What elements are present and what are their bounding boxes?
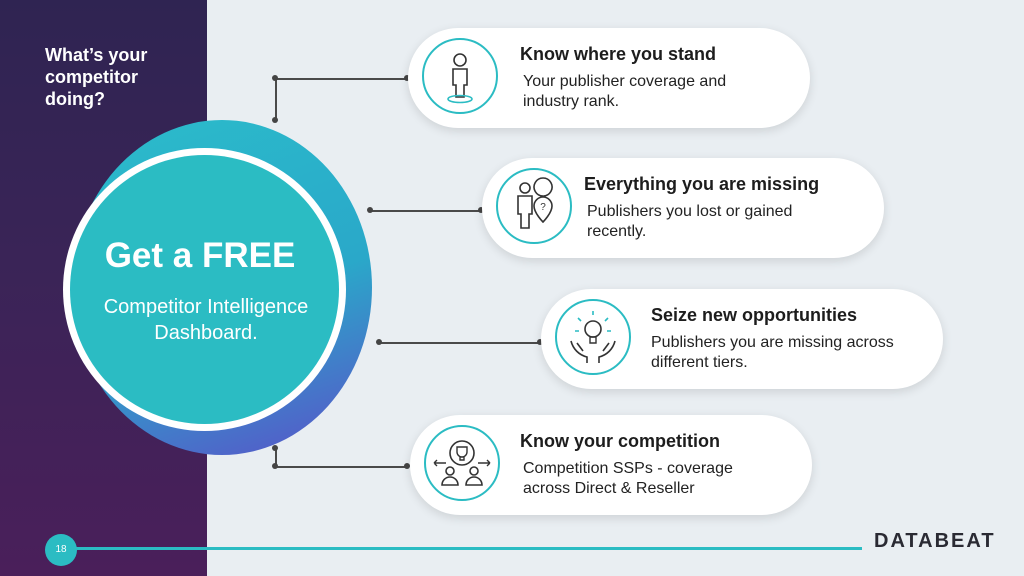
card-everything-you-are-missing[interactable]: ? Everything you are missing Publishers … xyxy=(482,158,884,258)
card-title: Know your competition xyxy=(520,431,720,451)
hands-lightbulb-icon xyxy=(555,299,631,375)
person-standing-icon xyxy=(422,38,498,114)
card-know-where-you-stand[interactable]: Know where you stand Your publisher cove… xyxy=(408,28,810,128)
page-heading: What’s your competitor doing? xyxy=(45,45,148,109)
hero-circle xyxy=(70,155,339,424)
page-number-badge: 18 xyxy=(45,534,77,566)
card-description: Your publisher coverage and industry ran… xyxy=(523,73,727,110)
card-description: Publishers you lost or gained recently. xyxy=(587,203,793,240)
card-title: Know where you stand xyxy=(520,44,717,64)
card-know-your-competition[interactable]: Know your competition Competition SSPs -… xyxy=(410,415,812,515)
person-question-pin-icon: ? xyxy=(496,168,572,244)
card-seize-new-opportunities[interactable]: Seize new opportunities Publishers you a… xyxy=(541,289,943,389)
card-description: Publishers you are missing across differ… xyxy=(651,334,894,371)
hero-subtitle: Competitor Intelligence Dashboard. xyxy=(103,296,309,344)
card-title: Seize new opportunities xyxy=(651,305,858,325)
footer-divider xyxy=(72,547,862,550)
card-description: Competition SSPs - coverage across Direc… xyxy=(523,460,733,497)
brand-logo: DATABEAT xyxy=(874,530,996,552)
card-title: Everything you are missing xyxy=(584,174,820,194)
hero-title: Get a FREE xyxy=(104,236,296,275)
svg-text:?: ? xyxy=(540,202,546,213)
trophy-competitors-icon xyxy=(424,425,500,501)
